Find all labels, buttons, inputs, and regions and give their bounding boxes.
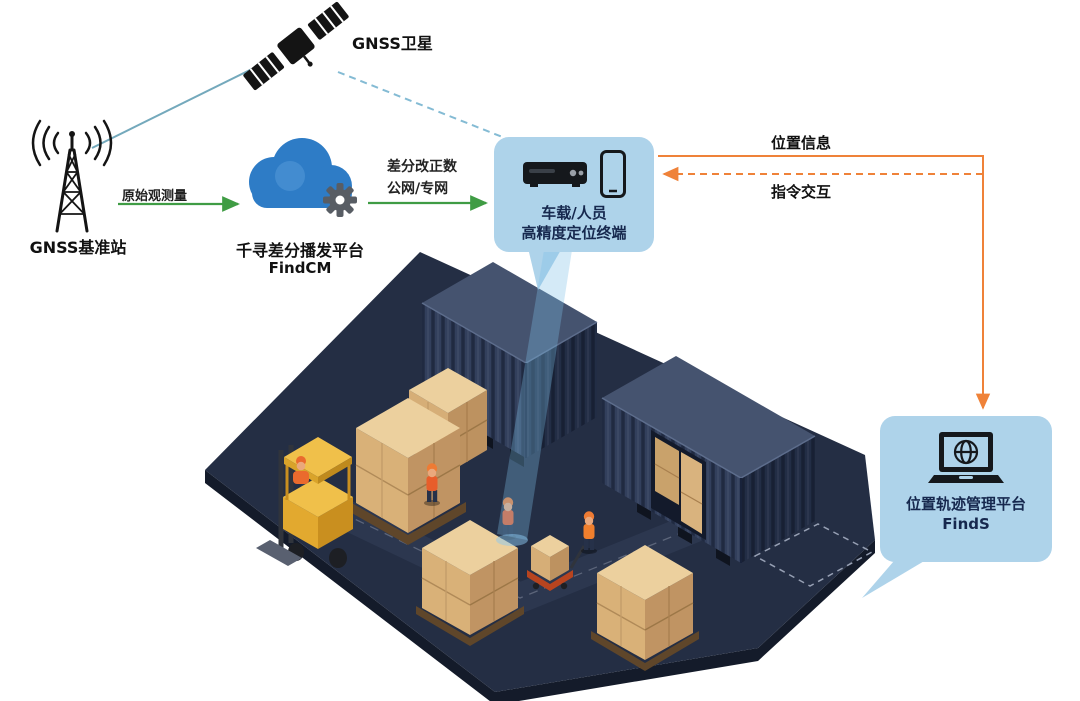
gear-icon	[323, 183, 357, 217]
pallet-stack-right	[591, 545, 699, 671]
gnss-satellite-icon	[243, 1, 349, 91]
cloud-platform-product: FindCM	[268, 259, 332, 277]
positioning-beam	[497, 250, 572, 540]
cloud-platform-icon	[249, 138, 357, 217]
management-platform-product: FindS	[942, 515, 990, 533]
vehicle-terminal-icon	[523, 162, 587, 187]
terminal-bubble: 车载/人员 高精度定位终端	[494, 137, 654, 252]
pallet-jack	[527, 570, 573, 591]
terminal-label-line1: 车载/人员	[541, 204, 607, 222]
management-platform-bubble: 位置轨迹管理平台 FindS	[880, 416, 1052, 562]
satellite-to-base-link	[91, 63, 263, 149]
handheld-terminal-icon	[600, 150, 626, 198]
base-station-label: GNSS基准站	[29, 238, 127, 257]
cloud-platform-name: 千寻差分播发平台	[235, 241, 364, 260]
base-station-icon	[31, 119, 113, 233]
satellite-to-terminal-link	[337, 71, 511, 141]
terminal-bubble-tail	[528, 248, 562, 290]
container-2	[601, 356, 816, 566]
globe-icon	[953, 439, 979, 465]
warehouse-scene	[205, 252, 875, 701]
laptop-globe-icon	[928, 432, 1004, 483]
beam-footprint	[496, 534, 528, 546]
pallet-jack-handle	[569, 545, 586, 569]
forklift-driver	[293, 456, 309, 484]
worker-3	[581, 511, 597, 554]
correction-label-line2: 公网/专网	[387, 181, 449, 197]
finds-bubble-tail	[862, 554, 936, 598]
position-info-label: 位置信息	[770, 134, 831, 152]
cargo-box-small	[531, 535, 569, 581]
correction-label-line1: 差分改正数	[387, 159, 457, 175]
geofence-zone	[753, 523, 874, 587]
terminal-label-line2: 高精度定位终端	[521, 224, 627, 242]
signal-waves-icon	[31, 119, 113, 167]
management-platform-name: 位置轨迹管理平台	[905, 495, 1026, 513]
terminal-icons	[494, 147, 654, 201]
container-1	[421, 262, 598, 467]
pallet-stack-center	[416, 520, 524, 646]
command-interaction-label: 指令交互	[770, 183, 831, 201]
worker-1	[424, 463, 440, 506]
platform-side	[205, 470, 875, 701]
position-info-link	[658, 155, 991, 410]
platform	[205, 252, 875, 692]
forklift	[256, 437, 353, 568]
raw-observation-label: 原始观测量	[122, 189, 188, 204]
pallet-stack-left	[350, 398, 466, 545]
satellite-label: GNSS卫星	[352, 34, 433, 53]
